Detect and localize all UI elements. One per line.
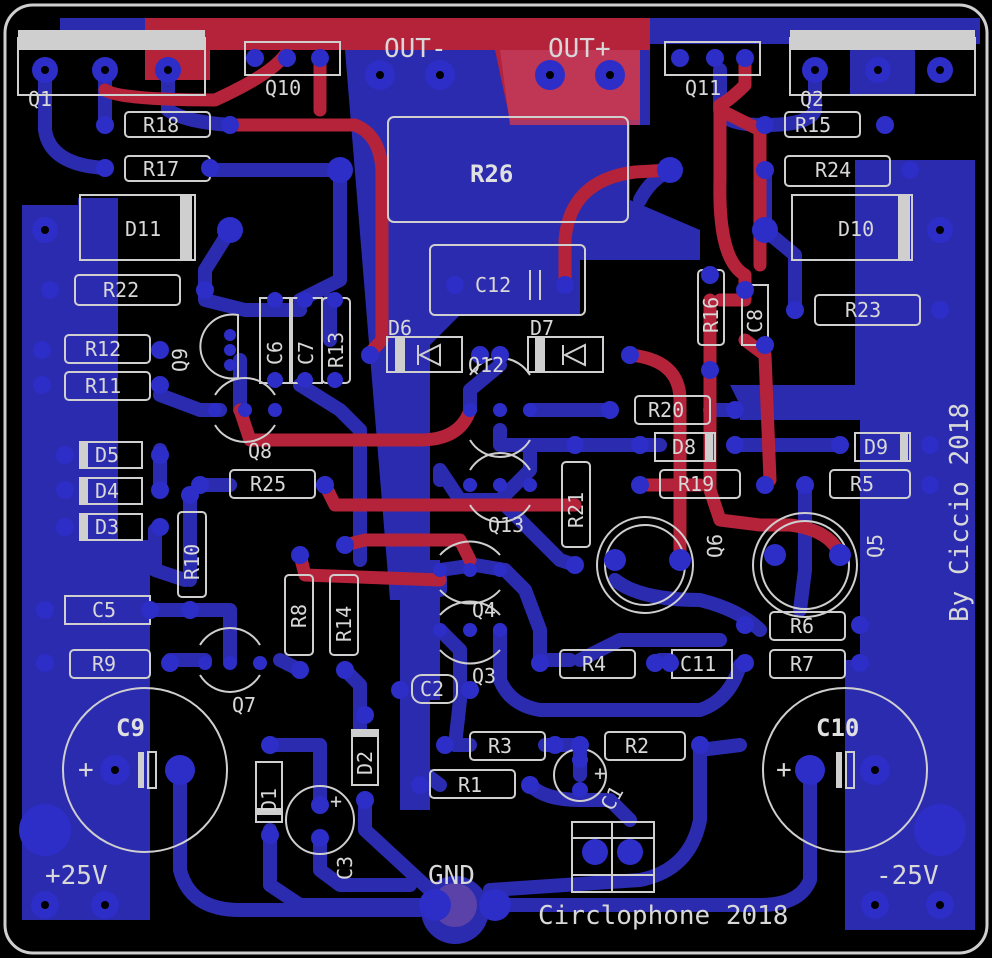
ref-r23: R23 [845, 298, 881, 322]
ref-q7: Q7 [232, 693, 256, 717]
ref-d8: D8 [672, 435, 696, 459]
ref-c11: C11 [680, 652, 716, 676]
ref-r3: R3 [488, 734, 512, 758]
ref-r4: R4 [582, 652, 606, 676]
ref-q9: Q9 [168, 348, 192, 372]
c1-polarity: + [594, 761, 606, 785]
ref-r24: R24 [815, 158, 851, 182]
ref-q11: Q11 [685, 76, 721, 100]
ref-r13: R13 [324, 332, 348, 368]
ref-c7: C7 [294, 341, 318, 365]
ref-d4: D4 [95, 479, 119, 503]
ref-q2: Q2 [800, 87, 824, 111]
ref-r7: R7 [790, 652, 814, 676]
bottom-copper-pours [22, 18, 980, 944]
ref-r19: R19 [678, 472, 714, 496]
ref-q12: Q12 [468, 353, 504, 377]
ref-d11: D11 [125, 217, 161, 241]
ref-r22: R22 [103, 278, 139, 302]
ref-r17: R17 [143, 157, 179, 181]
ref-r25: R25 [250, 472, 286, 496]
ref-c8: C8 [743, 309, 767, 333]
ref-d6: D6 [388, 316, 412, 340]
c3-polarity: + [330, 789, 342, 813]
label-credit: By Ciccio 2018 [945, 403, 975, 622]
c9-polarity: + [78, 755, 94, 785]
ref-q6: Q6 [703, 534, 727, 558]
ref-r8: R8 [287, 604, 311, 628]
ref-d5: D5 [95, 443, 119, 467]
ref-q1: Q1 [28, 87, 52, 111]
ref-q3: Q3 [472, 664, 496, 688]
ref-r11: R11 [85, 374, 121, 398]
ref-r5: R5 [850, 472, 874, 496]
ref-r21: R21 [564, 492, 588, 528]
ref-d3: D3 [95, 515, 119, 539]
ref-q8: Q8 [248, 439, 272, 463]
ref-c3: C3 [333, 856, 357, 880]
ref-r20: R20 [648, 398, 684, 422]
ref-r1: R1 [458, 773, 482, 797]
ref-r15: R15 [795, 113, 831, 137]
ref-c12: C12 [475, 273, 511, 297]
ref-d2: D2 [353, 751, 377, 775]
label-out-minus: OUT- [384, 34, 447, 64]
ref-q13: Q13 [488, 513, 524, 537]
ref-r26: R26 [470, 160, 513, 188]
silkscreen [17, 30, 976, 893]
ref-c6: C6 [263, 341, 287, 365]
label-plus25v: +25V [45, 861, 108, 891]
ref-c2: C2 [420, 677, 444, 701]
ref-r2: R2 [625, 734, 649, 758]
ref-r9: R9 [92, 652, 116, 676]
c10-polarity: + [776, 755, 792, 785]
ref-c5: C5 [92, 598, 116, 622]
ref-r6: R6 [790, 614, 814, 638]
ref-q10: Q10 [265, 76, 301, 100]
pads [19, 49, 966, 921]
board-outline [3, 3, 989, 955]
label-minus25v: -25V [876, 861, 939, 891]
ref-r16: R16 [699, 297, 723, 333]
top-traces [98, 48, 847, 587]
ref-r12: R12 [85, 337, 121, 361]
ref-c9: C9 [116, 714, 145, 742]
ref-q4: Q4 [472, 598, 496, 622]
label-project: Circlophone 2018 [538, 901, 788, 931]
ref-d9: D9 [864, 435, 888, 459]
ref-r14: R14 [332, 606, 356, 642]
ref-c10: C10 [816, 714, 859, 742]
labels: OUT- OUT+ GND +25V -25V Circlophone 2018… [28, 34, 975, 931]
ref-d10: D10 [838, 217, 874, 241]
ref-r18: R18 [143, 113, 179, 137]
label-out-plus: OUT+ [548, 34, 611, 64]
ref-q5: Q5 [863, 534, 887, 558]
ref-d7: D7 [530, 316, 554, 340]
label-gnd: GND [428, 861, 475, 891]
ref-r10: R10 [180, 544, 204, 580]
ref-d1: D1 [257, 788, 281, 812]
